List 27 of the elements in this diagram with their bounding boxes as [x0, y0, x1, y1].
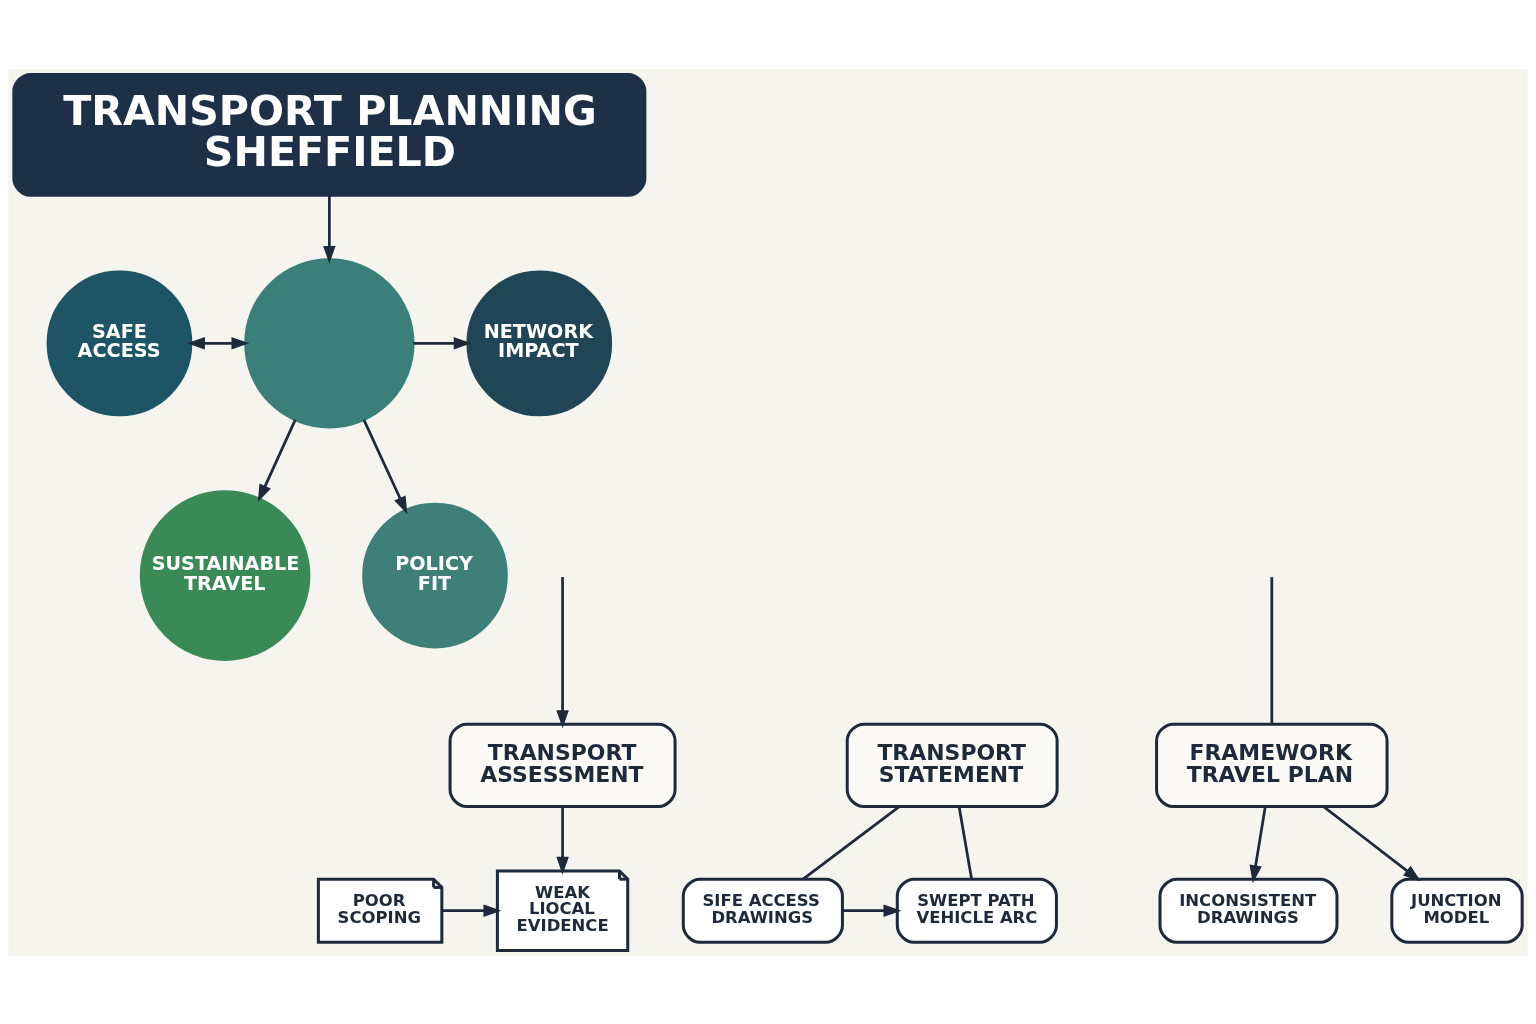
- node-circle: POLICY FIT: [362, 502, 508, 648]
- node-box: TRANSPORT PLANNING SHEFFIELD: [12, 72, 647, 197]
- arrow: [442, 903, 502, 917]
- arrow: [556, 806, 569, 875]
- node-circle: NETWORK IMPACT: [466, 270, 613, 416]
- arrow: [1323, 805, 1421, 882]
- node-box: TRANSPORT STATEMENT: [845, 722, 1059, 808]
- arrow: [323, 195, 336, 264]
- node-circle: [244, 257, 415, 429]
- node-box: JUNCTION MODEL: [1390, 877, 1524, 944]
- node-box: SIFE ACCESS DRAWINGS: [681, 877, 844, 944]
- node-box: SWEPT PATH VEHICLE ARC: [895, 877, 1058, 944]
- arrow: [1249, 806, 1267, 883]
- node-box: TRANSPORT ASSESSMENT: [448, 722, 677, 808]
- arrow: [187, 336, 250, 350]
- node-circle: SUSTAINABLE TRAVEL: [139, 489, 311, 661]
- connector: [802, 805, 900, 880]
- arrow: [362, 418, 408, 514]
- arrow: [257, 418, 297, 502]
- arrow: [556, 576, 569, 728]
- connector: [1270, 576, 1274, 724]
- arrow: [413, 336, 472, 350]
- node-box: INCONSISTENT DRAWINGS: [1158, 877, 1339, 944]
- node-circle: SAFE ACCESS: [46, 270, 193, 416]
- node-box: FRAMEWORK TRAVEL PLAN: [1155, 722, 1389, 808]
- connector: [957, 806, 973, 879]
- arrow: [842, 903, 902, 917]
